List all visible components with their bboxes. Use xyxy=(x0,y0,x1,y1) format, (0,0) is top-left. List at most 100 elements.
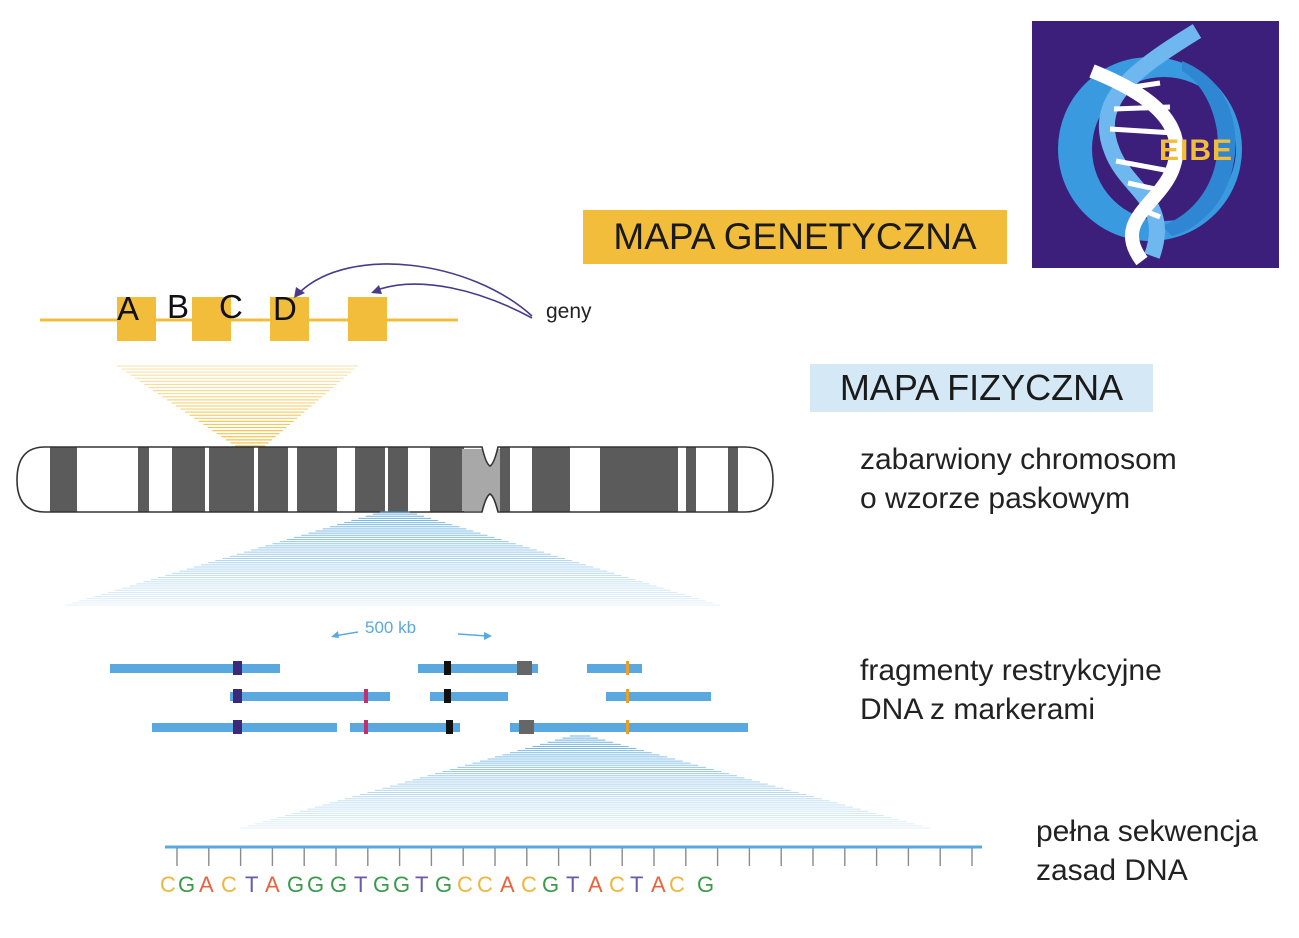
fragment-marker xyxy=(626,661,629,675)
sequence-description-line-2: zasad DNA xyxy=(1036,854,1188,887)
gene-arrow-head-d xyxy=(294,287,305,298)
chromosome-band xyxy=(172,447,205,512)
chromosome-band xyxy=(258,447,288,512)
fragment-marker xyxy=(626,689,629,703)
fragment-marker xyxy=(233,720,242,734)
fragments-description: fragmenty restrykcyjne DNA z markerami xyxy=(860,651,1162,729)
chromosome-band xyxy=(686,447,696,512)
gene-letter-c: C xyxy=(219,288,243,325)
chromosome-right-arm xyxy=(500,447,773,512)
chromosome-zoom-funnel xyxy=(65,511,720,606)
gene-box-1 xyxy=(117,297,156,341)
fragment-bar xyxy=(152,723,337,732)
gene-box-4 xyxy=(348,297,387,341)
dna-base: A xyxy=(588,872,603,897)
fragment-marker xyxy=(519,720,534,734)
gene-arrow-head-box xyxy=(371,285,382,294)
dna-base: C xyxy=(160,872,176,897)
chromosome-band xyxy=(209,447,254,512)
dna-base: G xyxy=(697,872,715,897)
genetic-map-title: MAPA GENETYCZNA xyxy=(583,210,1007,264)
chromosome-band xyxy=(532,447,570,512)
dna-base: T xyxy=(354,872,368,897)
gene-boxes xyxy=(117,297,387,341)
gene-zoom-funnel xyxy=(117,365,358,447)
fragment-bar xyxy=(430,692,508,701)
dna-base: G xyxy=(330,872,348,897)
fragment-marker xyxy=(444,689,451,703)
kb-arrow-right-head xyxy=(484,632,492,640)
restriction-fragments xyxy=(110,661,748,734)
gene-arrow-to-box xyxy=(376,283,533,319)
chromosome-band xyxy=(50,447,77,512)
eibe-logo: EIBE xyxy=(1032,21,1279,268)
fragments-description-line-2: DNA z markerami xyxy=(860,693,1096,726)
kb-arrow-right xyxy=(457,633,488,637)
sequence-description-line-1: pełna sekwencja xyxy=(1036,815,1258,848)
dna-base: C xyxy=(457,872,473,897)
dna-base: A xyxy=(199,872,214,897)
dna-base: C xyxy=(221,872,237,897)
dna-base: G xyxy=(435,872,453,897)
gene-box-2 xyxy=(192,297,231,341)
gene-letter-a: A xyxy=(117,290,140,327)
fragment-marker xyxy=(364,720,368,734)
chromosome-band xyxy=(728,447,738,512)
dna-base: G xyxy=(307,872,325,897)
logo-text: EIBE xyxy=(1159,134,1234,167)
dna-base: T xyxy=(630,872,644,897)
gene-letter-b: B xyxy=(167,288,190,325)
dna-base: G xyxy=(373,872,391,897)
chromosome-band xyxy=(297,447,337,512)
dna-base: G xyxy=(393,872,411,897)
chromosome-left-outline xyxy=(16,446,774,513)
fragment-bar xyxy=(606,692,711,701)
dna-base: C xyxy=(669,872,685,897)
gene-letter-d: D xyxy=(273,290,297,327)
chromosome-band xyxy=(138,447,149,512)
chromosome-band xyxy=(500,447,510,512)
fragment-marker xyxy=(444,661,451,675)
fragment-marker xyxy=(364,689,368,703)
fragment-zoom-funnel xyxy=(240,735,930,829)
chromosome-description: zabarwiony chromosom o wzorze paskowym xyxy=(860,440,1177,518)
fragments-description-line-1: fragmenty restrykcyjne xyxy=(860,654,1162,687)
fragment-marker xyxy=(233,689,242,703)
dna-base: G xyxy=(287,872,305,897)
chromosome-band xyxy=(430,447,464,512)
chromosome-band xyxy=(355,447,385,512)
fragment-bar xyxy=(418,664,538,673)
dna-base: T xyxy=(566,872,580,897)
kb-arrow-left-head xyxy=(331,631,339,638)
gene-arrow-to-d xyxy=(299,263,533,317)
fragment-marker xyxy=(517,661,532,675)
fragment-marker xyxy=(626,720,629,734)
chromosome-centromere xyxy=(462,449,500,511)
dna-base: A xyxy=(265,872,280,897)
chromosome-band xyxy=(600,447,678,512)
dna-base: C xyxy=(477,872,493,897)
dna-base: G xyxy=(542,872,560,897)
sequence-description: pełna sekwencja zasad DNA xyxy=(1036,812,1258,890)
genes-label: geny xyxy=(546,300,592,323)
dna-base: C xyxy=(609,872,625,897)
dna-base: A xyxy=(651,872,666,897)
chromosome-description-line-1: zabarwiony chromosom xyxy=(860,443,1177,476)
dna-base: T xyxy=(415,872,429,897)
fragment-marker xyxy=(233,661,242,675)
physical-map-title: MAPA FIZYCZNA xyxy=(810,364,1153,412)
dna-base: A xyxy=(500,872,515,897)
scale-label: 500 kb xyxy=(365,618,417,637)
chromosome-description-line-2: o wzorze paskowym xyxy=(860,482,1131,515)
dna-helix-globe-icon xyxy=(1058,24,1242,266)
sequence-ruler-ticks xyxy=(176,848,973,866)
fragment-bar xyxy=(587,664,642,673)
gene-box-3 xyxy=(270,297,309,341)
chromosome-left-arm xyxy=(17,447,478,512)
fragment-bar xyxy=(230,692,390,701)
dna-base: G xyxy=(178,872,196,897)
fragment-bar xyxy=(110,664,280,673)
